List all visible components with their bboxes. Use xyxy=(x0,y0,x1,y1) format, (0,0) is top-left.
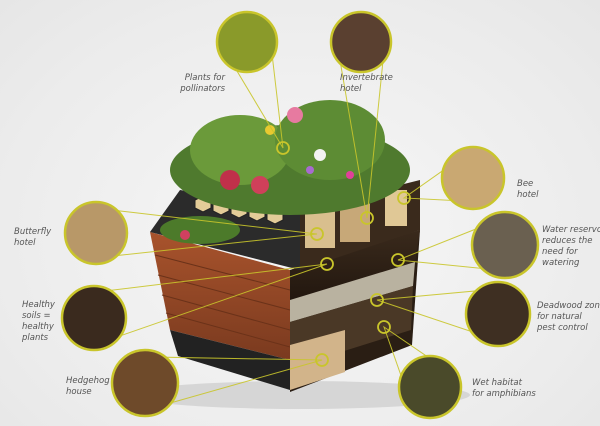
callout-image-hedgehog xyxy=(110,348,180,418)
callout-image-toad xyxy=(397,354,463,420)
planter-left-wall xyxy=(150,232,290,360)
callout-image-deadwood-twigs xyxy=(464,280,532,348)
callout-target-ring xyxy=(276,141,290,155)
shadow xyxy=(130,381,470,409)
callout-target-ring xyxy=(370,293,384,307)
plants xyxy=(160,100,410,244)
callout-image-gravel-reservoir xyxy=(470,210,540,280)
label-line: Bee xyxy=(517,179,533,189)
label-line: pollinators xyxy=(179,84,225,94)
soil-layer xyxy=(290,230,420,300)
label-line: pest control xyxy=(536,323,588,333)
callout-target-ring xyxy=(310,227,324,241)
gravel-layer xyxy=(290,262,415,322)
callout-image-bee-on-flower xyxy=(215,10,279,74)
callout-image-butterfly-hotel xyxy=(63,200,129,266)
label-line: hotel xyxy=(340,84,362,94)
label-line: reduces the xyxy=(542,236,593,246)
label-line: house xyxy=(66,387,92,397)
callout-image-earthworm-soil xyxy=(60,284,128,352)
label-line: for natural xyxy=(537,312,582,322)
label-line: need for xyxy=(542,247,578,257)
label-line: watering xyxy=(542,258,580,268)
callout-target-ring xyxy=(377,320,391,334)
label-line: Deadwood zone xyxy=(537,301,600,311)
label-line: healthy xyxy=(22,322,55,332)
label-line: Healthy xyxy=(22,300,56,310)
planter-base xyxy=(170,330,290,390)
callout-image-bee-hotel-tubes xyxy=(440,145,506,211)
callout-target-ring xyxy=(397,191,411,205)
label-line: hotel xyxy=(14,238,36,248)
label-line: Plants for xyxy=(185,73,226,83)
label-line: Wet habitat xyxy=(472,378,523,388)
label-line: for amphibians xyxy=(472,389,536,399)
callout-target-ring xyxy=(320,257,334,271)
label-line: Butterfly xyxy=(14,227,52,237)
callout-image-ladybird-in-hotel xyxy=(329,10,393,74)
callout-target-ring xyxy=(391,253,405,267)
callout-target-ring xyxy=(360,211,374,225)
callout-target-ring xyxy=(315,353,329,367)
label-line: Hedgehog xyxy=(66,376,110,386)
label-line: plants xyxy=(21,333,49,343)
bee-hotel-box xyxy=(385,190,407,226)
label-line: hotel xyxy=(517,190,539,200)
label-line: Water reservoir xyxy=(542,225,600,235)
label-line: soils = xyxy=(22,311,51,321)
label-line: Invertebrate xyxy=(340,73,393,83)
